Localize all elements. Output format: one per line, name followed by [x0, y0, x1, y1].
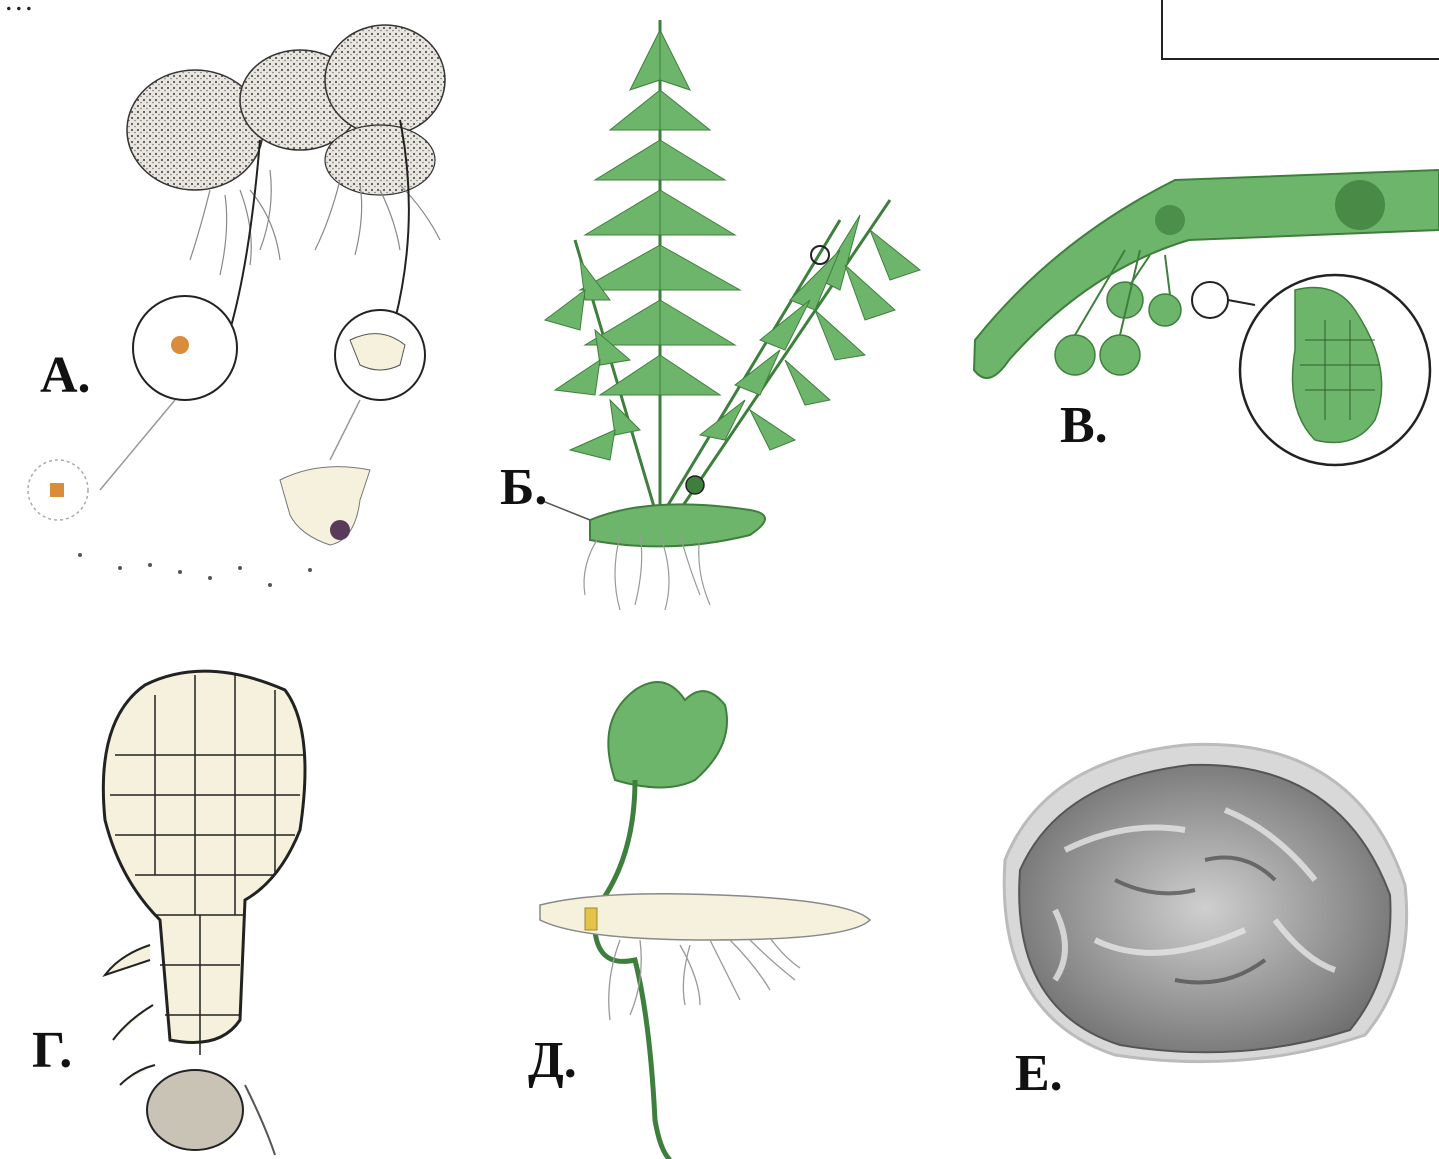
panel-g-illustration — [95, 665, 325, 1159]
protonema-drawing — [965, 160, 1439, 480]
panel-e-illustration — [975, 740, 1425, 1070]
prothallus-drawing — [95, 665, 325, 1159]
fern-sporophyte-drawing — [540, 10, 950, 610]
spore-drawing — [975, 740, 1425, 1070]
label-panel-e: Е. — [1015, 1048, 1063, 1100]
label-panel-a: А. — [40, 350, 91, 402]
label-panel-g: Г. — [32, 1025, 72, 1077]
panel-v-illustration — [965, 160, 1439, 480]
young-sporophyte-drawing — [530, 680, 890, 1159]
label-panel-d: Д. — [528, 1035, 577, 1087]
panel-d-illustration — [530, 680, 890, 1159]
label-panel-b: Б. — [500, 462, 547, 514]
panel-b-illustration — [540, 10, 950, 610]
label-panel-v: В. — [1060, 400, 1108, 452]
panel-a-illustration — [10, 20, 470, 590]
question-caption: … — [6, 0, 33, 18]
moss-gametophytes-drawing — [10, 20, 470, 590]
answer-box — [1161, 0, 1439, 60]
